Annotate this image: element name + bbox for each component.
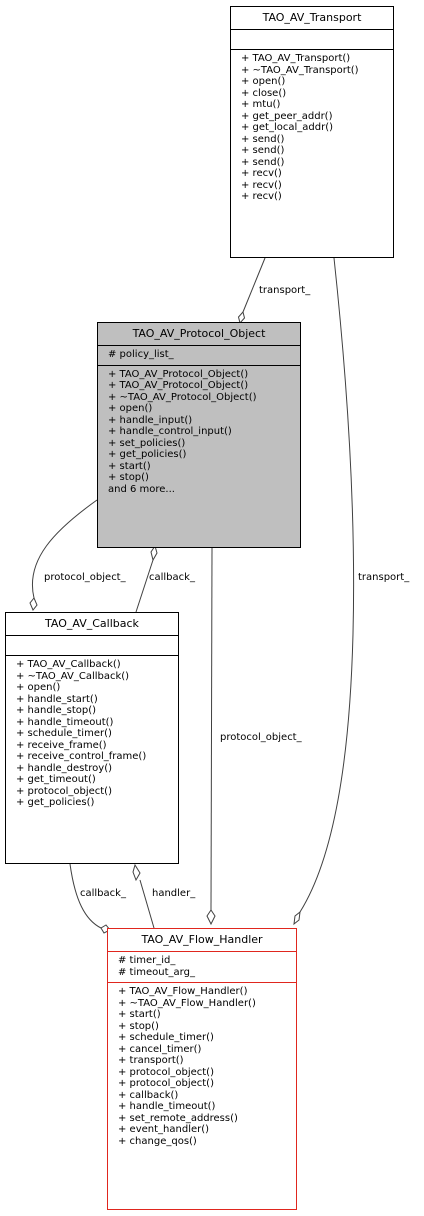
edge-protocol-to-callback-right	[135, 559, 154, 613]
method-row: + ~TAO_AV_Callback()	[16, 670, 130, 682]
method-row: + schedule_timer()	[16, 728, 112, 739]
class-name: TAO_AV_Protocol_Object	[132, 327, 266, 340]
method-row: + send()	[241, 133, 285, 145]
method-row: + recv()	[241, 179, 282, 191]
method-row: + receive_frame()	[16, 739, 107, 751]
method-row: + send()	[241, 145, 285, 156]
method-row: + callback()	[118, 1089, 179, 1101]
more-methods-note: and 6 more...	[108, 483, 175, 495]
methods-section: + TAO_AV_Callback() + ~TAO_AV_Callback()…	[6, 655, 178, 813]
aggregation-diamond	[206, 909, 216, 926]
method-row: + get_timeout()	[16, 774, 96, 785]
method-row: + handle_stop()	[16, 705, 97, 716]
attributes-section	[231, 29, 393, 49]
edge-label-callback: callback_	[149, 572, 195, 583]
edge-label-callback: callback_	[80, 888, 126, 899]
method-row: + TAO_AV_Transport()	[241, 53, 351, 64]
method-row: + receive_control_frame()	[16, 751, 147, 762]
method-row: + stop()	[108, 472, 149, 483]
method-row: + recv()	[241, 168, 282, 179]
method-row: + TAO_AV_Protocol_Object()	[108, 368, 249, 380]
method-row: + open()	[108, 403, 153, 414]
methods-section: + TAO_AV_Protocol_Object() + TAO_AV_Prot…	[98, 364, 300, 500]
edge-label-protocol-object: protocol_object_	[44, 572, 126, 583]
method-row: + get_policies()	[16, 797, 95, 808]
edge-transport-to-flow	[299, 257, 355, 913]
method-row: + start()	[108, 460, 151, 472]
method-row: + handle_control_input()	[108, 426, 232, 437]
method-row: + handle_timeout()	[16, 716, 114, 728]
aggregation-diamond	[29, 597, 38, 611]
edge-label-transport: transport_	[358, 572, 410, 583]
attributes-section: # policy_list_	[98, 345, 300, 365]
edge-label-handler: handler_	[152, 888, 196, 899]
method-row: + set_remote_address()	[118, 1112, 238, 1124]
edge-label-protocol-object: protocol_object_	[220, 732, 302, 743]
methods-section: + TAO_AV_Flow_Handler() + ~TAO_AV_Flow_H…	[108, 982, 296, 1151]
class-box-flow-handler[interactable]: TAO_AV_Flow_Handler # timer_id_ # timeou…	[107, 928, 297, 1210]
method-row: + event_handler()	[118, 1124, 210, 1135]
method-row: + set_policies()	[108, 437, 186, 449]
method-row: + protocol_object()	[118, 1066, 214, 1078]
method-row: + recv()	[241, 191, 282, 202]
class-box-protocol-object[interactable]: TAO_AV_Protocol_Object # policy_list_ + …	[97, 322, 301, 548]
method-row: + TAO_AV_Flow_Handler()	[118, 986, 248, 997]
method-row: + get_peer_addr()	[241, 110, 333, 122]
edge-label-transport: transport_	[259, 285, 311, 296]
aggregation-diamond	[293, 910, 301, 926]
method-row: + protocol_object()	[118, 1078, 214, 1089]
class-name: TAO_AV_Transport	[262, 11, 362, 24]
edge-protocol-to-flow	[210, 547, 213, 911]
class-name: TAO_AV_Callback	[45, 617, 139, 630]
attributes-section: # timer_id_ # timeout_arg_	[108, 951, 296, 982]
class-box-transport[interactable]: TAO_AV_Transport + TAO_AV_Transport() + …	[230, 6, 394, 258]
method-row: + handle_timeout()	[118, 1101, 216, 1112]
edge-protocol-to-callback-left	[32, 499, 98, 599]
attribute-row: # timeout_arg_	[118, 966, 195, 978]
class-name: TAO_AV_Flow_Handler	[141, 933, 263, 946]
method-row: + get_policies()	[108, 449, 187, 460]
method-row: + change_qos()	[118, 1135, 197, 1147]
method-row: + TAO_AV_Callback()	[16, 659, 121, 670]
method-row: + handle_destroy()	[16, 762, 113, 774]
edge-transport-to-protocol	[242, 257, 266, 313]
class-box-callback[interactable]: TAO_AV_Callback + TAO_AV_Callback() + ~T…	[5, 612, 179, 864]
method-row: + stop()	[118, 1020, 159, 1032]
method-row: + open()	[241, 76, 286, 87]
method-row: + cancel_timer()	[118, 1043, 202, 1055]
aggregation-diamond	[150, 544, 158, 562]
method-row: + transport()	[118, 1055, 184, 1066]
method-row: + get_local_addr()	[241, 122, 334, 133]
method-row: + protocol_object()	[16, 785, 112, 797]
method-row: + ~TAO_AV_Protocol_Object()	[108, 391, 257, 403]
aggregation-diamond	[132, 863, 141, 882]
edge-callback-to-flow-right	[139, 879, 155, 929]
attributes-section	[6, 635, 178, 655]
method-row: + mtu()	[241, 99, 281, 110]
method-row: + TAO_AV_Protocol_Object()	[108, 380, 249, 391]
method-row: + ~TAO_AV_Transport()	[241, 64, 359, 76]
method-row: + ~TAO_AV_Flow_Handler()	[118, 997, 256, 1009]
methods-section: + TAO_AV_Transport() + ~TAO_AV_Transport…	[231, 49, 393, 207]
method-row: + handle_start()	[16, 693, 98, 705]
method-row: + handle_input()	[108, 414, 193, 426]
attribute-row: # timer_id_	[118, 955, 176, 966]
method-row: + start()	[118, 1009, 161, 1020]
edge-callback-to-flow-left	[69, 863, 102, 929]
method-row: + close()	[241, 87, 287, 99]
method-row: + send()	[241, 156, 285, 168]
method-row: + schedule_timer()	[118, 1032, 214, 1043]
method-row: + open()	[16, 682, 61, 693]
attribute-row: # policy_list_	[108, 349, 174, 360]
